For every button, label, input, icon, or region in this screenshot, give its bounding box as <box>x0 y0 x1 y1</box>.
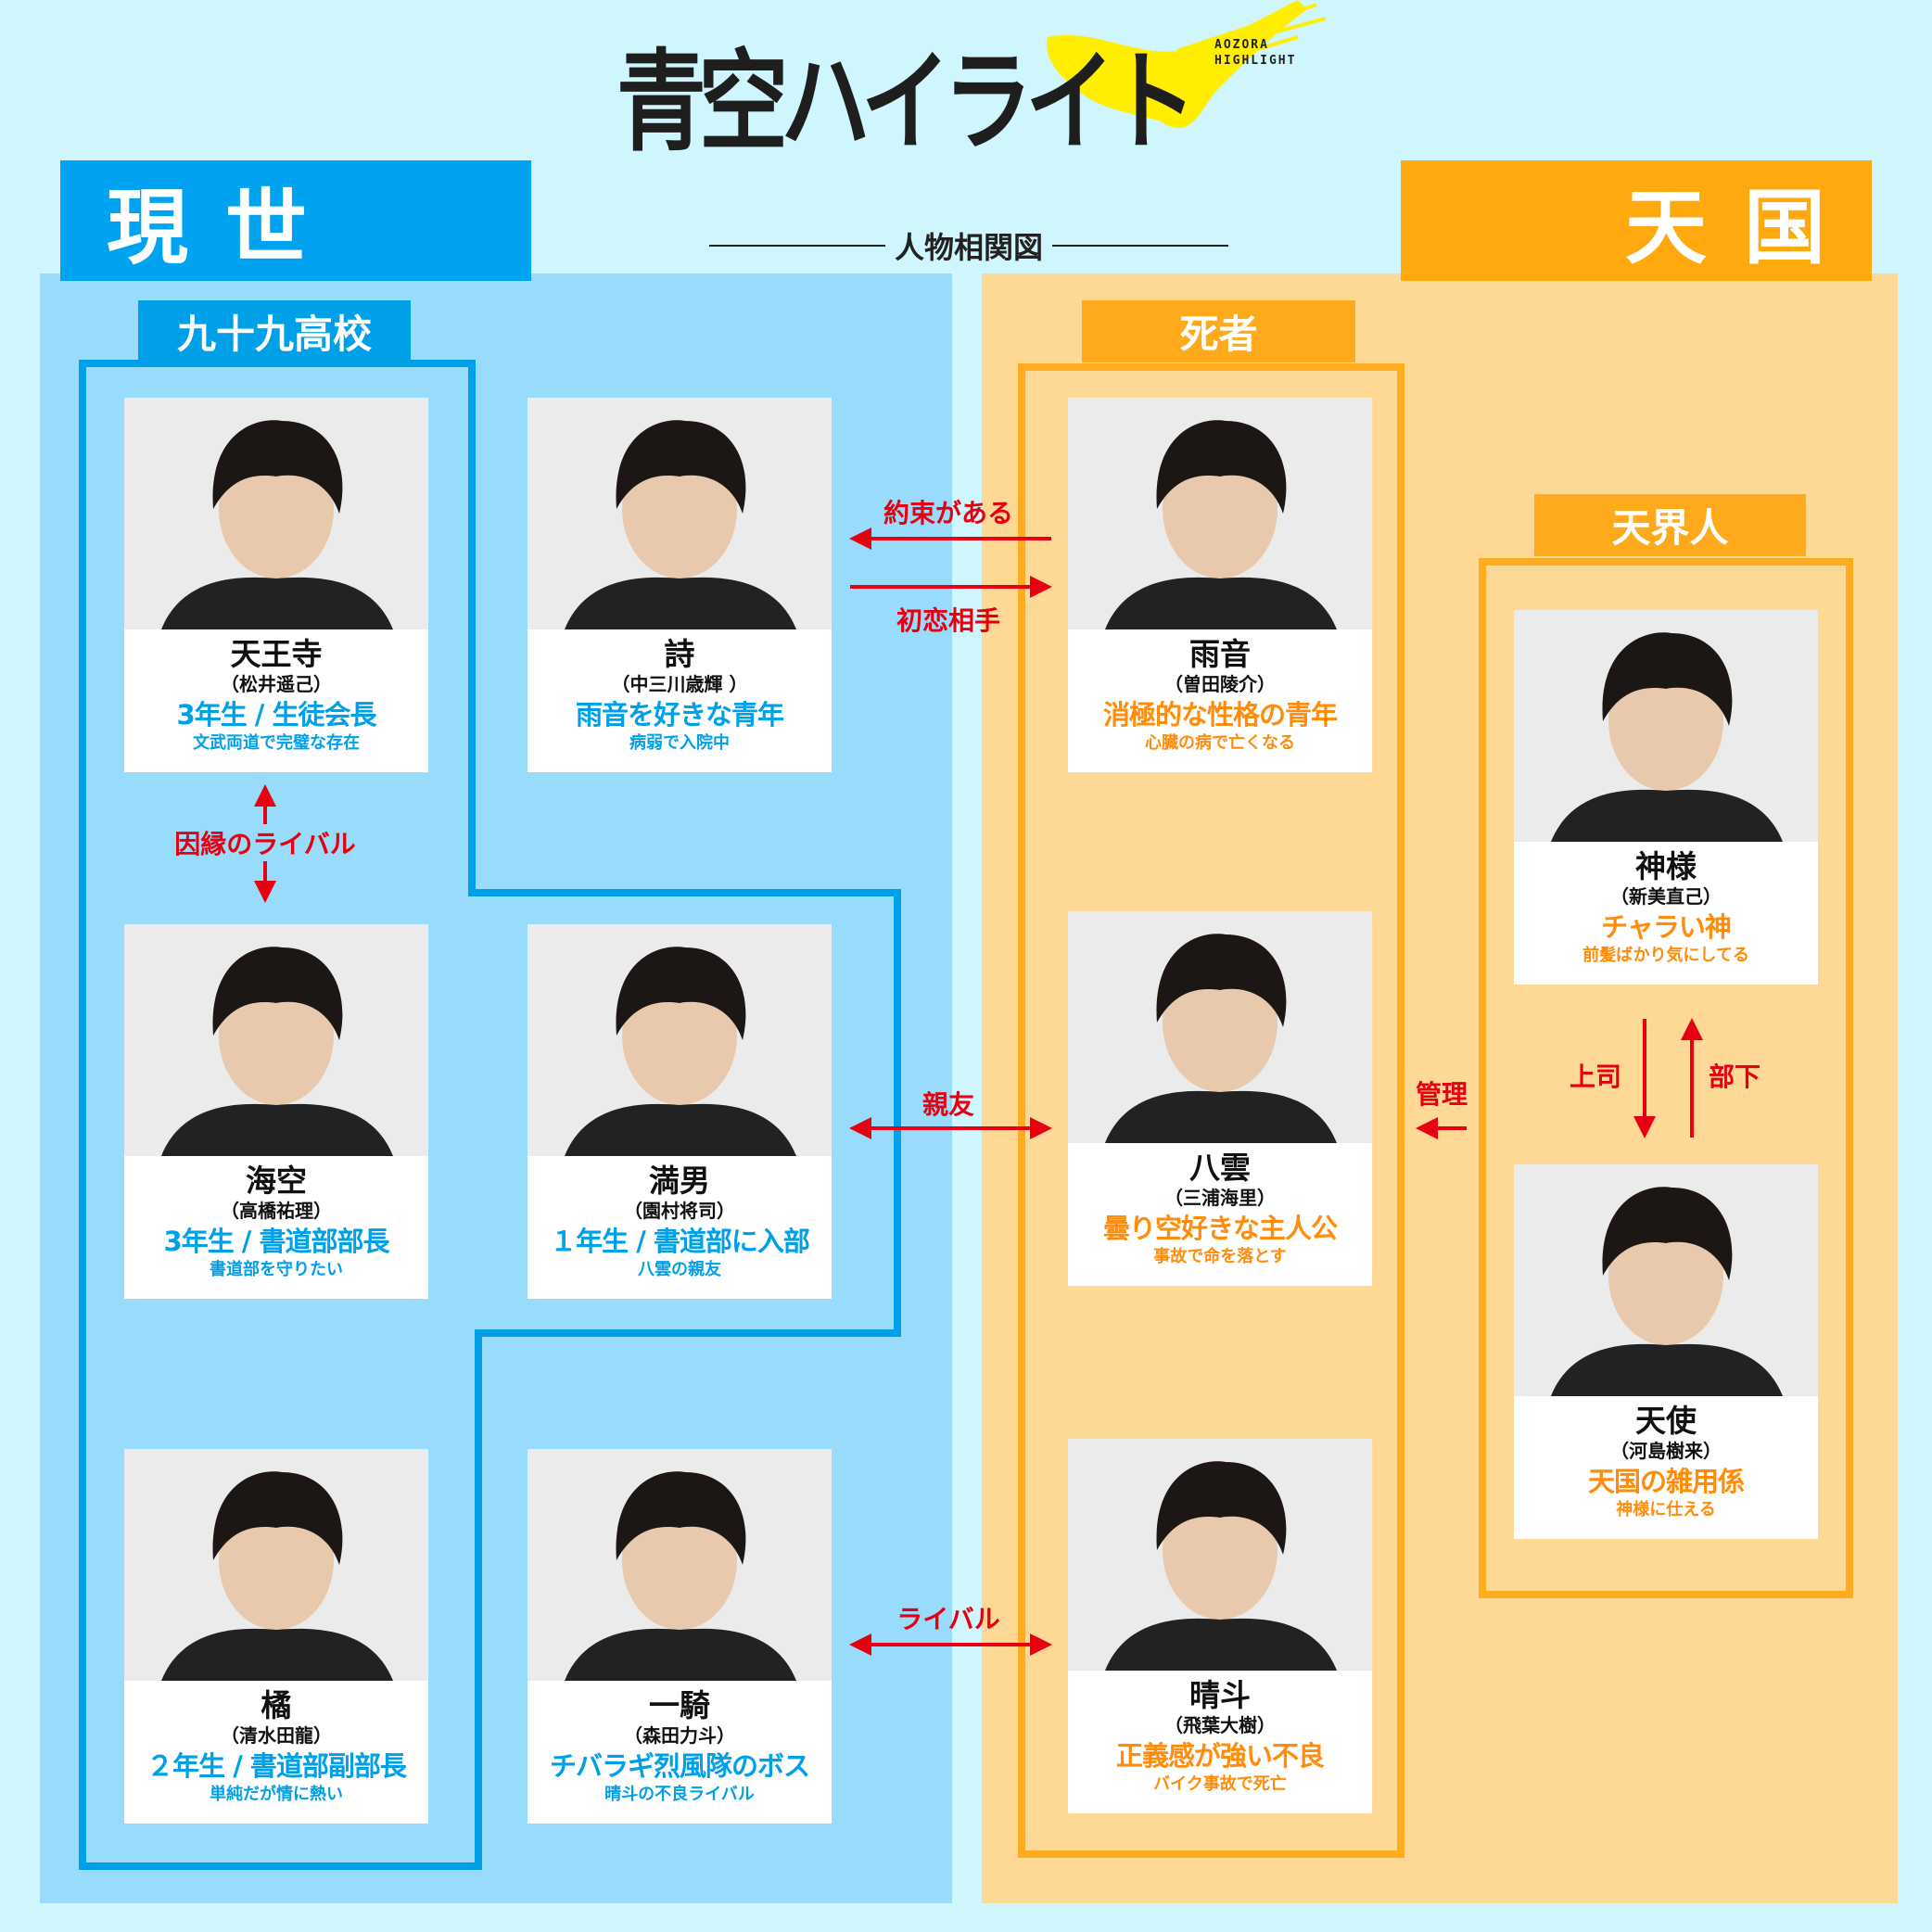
label-manage: 管理 <box>1415 1079 1468 1110</box>
actor-name: （曽田陵介） <box>1164 673 1276 695</box>
character-description: 書道部を守りたい <box>210 1260 343 1279</box>
character-name: 一騎 <box>649 1687 710 1723</box>
present-world-header: 現世 <box>60 160 531 281</box>
character-card: 橘（清水田龍） ２年生 / 書道部副部長単純だが情に熱い <box>124 1449 428 1824</box>
character-role: 消極的な性格の青年 <box>1102 699 1338 731</box>
character-role: 雨音を好きな青年 <box>575 699 784 731</box>
logo-english-line2: HIGHLIGHT <box>1214 54 1297 68</box>
subtitle: 人物相関図 <box>709 224 1229 267</box>
character-name: 海空 <box>246 1163 307 1199</box>
character-card: 天使（河島樹来） 天国の雑用係神様に仕える <box>1514 1164 1818 1539</box>
character-card: 一騎（森田力斗） チバラギ烈風隊のボス晴斗の不良ライバル <box>527 1449 832 1824</box>
character-description: 病弱で入院中 <box>629 733 730 753</box>
heavenly-outline <box>1479 558 1853 1598</box>
tab-heavenly: 天界人 <box>1534 494 1806 556</box>
label-first-love: 初恋相手 <box>896 605 1001 636</box>
character-card: 詩（中三川歳輝 ） 雨音を好きな青年病弱で入院中 <box>527 398 832 772</box>
actor-name: （飛葉大樹） <box>1164 1714 1276 1736</box>
character-name: 橘 <box>261 1687 292 1723</box>
actor-name: （松井遥己） <box>221 673 332 695</box>
character-card: 八雲（三浦海里） 曇り空好きな主人公事故で命を落とす <box>1068 911 1372 1286</box>
label-subordinate: 部下 <box>1708 1061 1761 1092</box>
character-role: 天国の雑用係 <box>1587 1466 1745 1497</box>
character-name: 八雲 <box>1189 1150 1251 1186</box>
character-role: チャラい神 <box>1601 911 1732 943</box>
character-photo <box>124 1449 428 1681</box>
character-name: 詩 <box>664 636 695 672</box>
actor-name: （新美直己） <box>1610 885 1722 908</box>
label-best-friend: 親友 <box>922 1089 975 1120</box>
label-rival-fate: 因縁のライバル <box>171 824 360 861</box>
character-name: 天王寺 <box>230 636 323 672</box>
character-description: 晴斗の不良ライバル <box>604 1785 755 1804</box>
character-role: チバラギ烈風隊のボス <box>549 1750 810 1782</box>
dead-outline <box>1018 363 1405 1858</box>
character-role: 曇り空好きな主人公 <box>1102 1213 1338 1244</box>
character-description: 文武両道で完璧な存在 <box>193 733 360 753</box>
character-description: 事故で命を落とす <box>1153 1247 1287 1266</box>
character-photo <box>527 398 832 629</box>
character-name: 満男 <box>649 1163 710 1199</box>
character-card: 神様（新美直己） チャラい神前髪ばかり気にしてる <box>1514 610 1818 985</box>
actor-name: （高橋祐理） <box>221 1200 332 1222</box>
character-description: 心臓の病で亡くなる <box>1145 733 1295 753</box>
character-description: 前髪ばかり気にしてる <box>1582 946 1749 965</box>
actor-name: （園村将司） <box>624 1200 735 1222</box>
character-photo <box>1514 1164 1818 1396</box>
character-photo <box>1068 398 1372 629</box>
label-promise: 約束がある <box>883 498 1014 528</box>
actor-name: （清水田龍） <box>221 1724 332 1747</box>
character-description: 八雲の親友 <box>638 1260 721 1279</box>
character-photo <box>124 398 428 629</box>
character-name: 天使 <box>1635 1403 1697 1439</box>
character-card: 満男（園村将司） １年生 / 書道部に入部八雲の親友 <box>527 924 832 1299</box>
subtitle-text: 人物相関図 <box>895 230 1044 265</box>
actor-name: （森田力斗） <box>624 1724 735 1747</box>
character-role: ２年生 / 書道部副部長 <box>146 1750 407 1782</box>
logo-title: 青空ハイライト <box>616 37 1197 166</box>
character-photo <box>1514 610 1818 842</box>
character-description: 神様に仕える <box>1616 1500 1716 1519</box>
label-rival: ライバル <box>896 1604 1000 1634</box>
yellow-brush-stroke <box>1047 0 1327 129</box>
logo-english-line1: AOZORA <box>1214 38 1269 52</box>
actor-name: （河島樹来） <box>1610 1440 1722 1462</box>
character-card: 海空（高橋祐理） 3年生 / 書道部部長書道部を守りたい <box>124 924 428 1299</box>
heaven-header: 天国 <box>1401 160 1872 281</box>
character-role: １年生 / 書道部に入部 <box>550 1226 810 1257</box>
character-photo <box>527 924 832 1156</box>
character-description: バイク事故で死亡 <box>1153 1774 1287 1794</box>
character-name: 晴斗 <box>1189 1677 1251 1713</box>
character-card: 天王寺（松井遥己） 3年生 / 生徒会長文武両道で完璧な存在 <box>124 398 428 772</box>
character-role: 正義感が強い不良 <box>1115 1740 1325 1772</box>
actor-name: （三浦海里） <box>1164 1187 1276 1209</box>
tab-school: 九十九高校 <box>138 300 411 362</box>
character-photo <box>1068 911 1372 1143</box>
character-card: 晴斗（飛葉大樹） 正義感が強い不良バイク事故で死亡 <box>1068 1439 1372 1813</box>
character-photo <box>527 1449 832 1681</box>
logo-english: AOZORA HIGHLIGHT <box>1214 37 1296 69</box>
character-role: 3年生 / 書道部部長 <box>163 1226 390 1257</box>
actor-name: （中三川歳輝 ） <box>611 673 748 695</box>
character-role: 3年生 / 生徒会長 <box>176 699 377 731</box>
character-photo <box>1068 1439 1372 1671</box>
character-photo <box>124 924 428 1156</box>
character-card: 雨音（曽田陵介） 消極的な性格の青年心臓の病で亡くなる <box>1068 398 1372 772</box>
tab-dead: 死者 <box>1082 300 1355 362</box>
character-name: 雨音 <box>1189 636 1251 672</box>
character-description: 単純だが情に熱い <box>210 1785 343 1804</box>
label-boss: 上司 <box>1569 1061 1622 1092</box>
character-name: 神様 <box>1635 848 1697 884</box>
